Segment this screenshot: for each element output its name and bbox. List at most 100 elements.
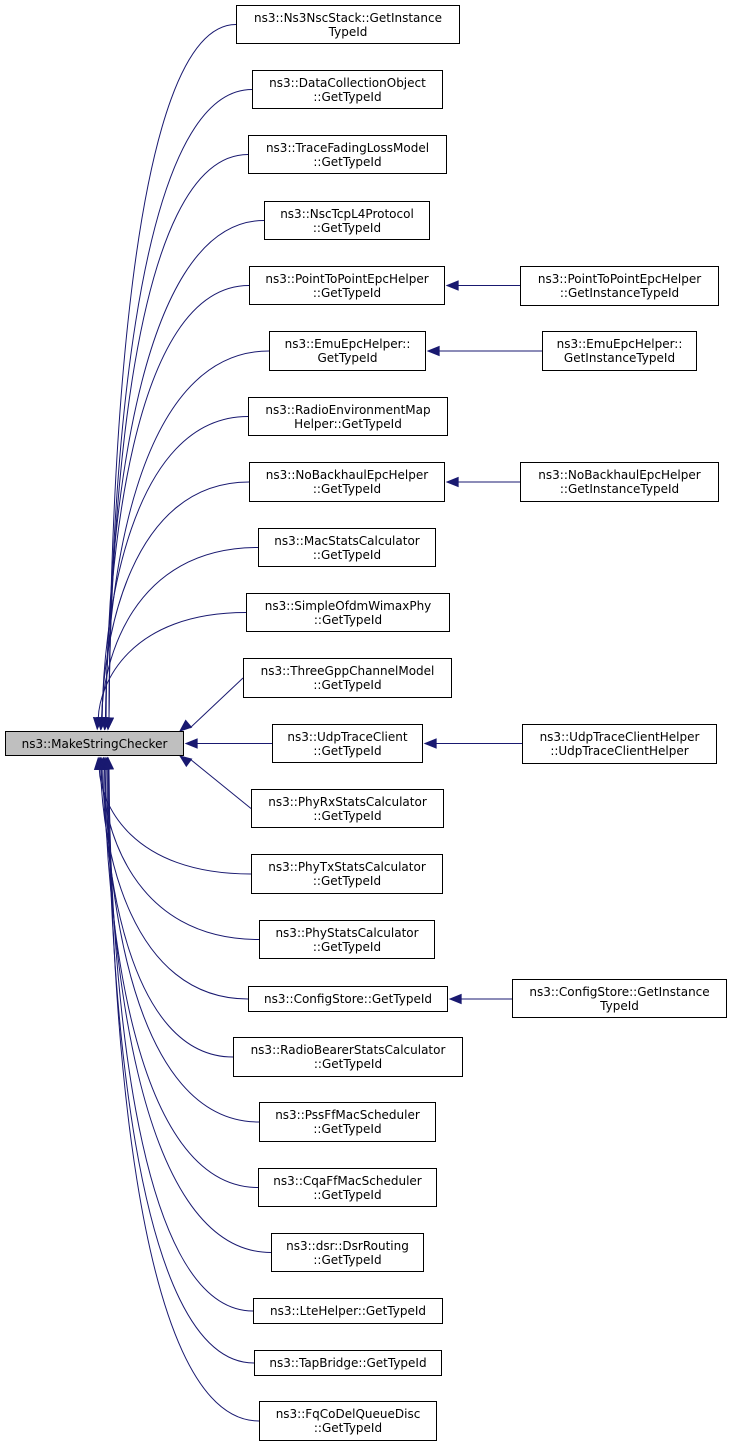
node-label-line: ns3::TapBridge::GetTypeId <box>269 1356 427 1370</box>
edge-n22 <box>107 767 255 1364</box>
node-label-line: ns3::MakeStringChecker <box>21 736 168 751</box>
arrowhead-m8 <box>445 476 459 488</box>
node-label-line: ::GetTypeId <box>313 89 382 104</box>
root-node[interactable]: ns3::MakeStringChecker <box>5 731 184 756</box>
edge-n14 <box>98 767 252 875</box>
node-label-line: ns3::DataCollectionObject <box>269 75 426 90</box>
graph-node-n12[interactable]: ns3::UdpTraceClient::GetTypeId <box>272 724 423 763</box>
graph-node-n10[interactable]: ns3::SimpleOfdmWimaxPhy::GetTypeId <box>246 593 450 632</box>
arrowhead-m12 <box>423 738 437 749</box>
node-label-line: ::GetTypeId <box>313 1187 382 1202</box>
graph-node-n21[interactable]: ns3::LteHelper::GetTypeId <box>253 1298 443 1324</box>
node-label-line: ns3::UdpTraceClient <box>287 729 408 744</box>
edge-n19 <box>103 767 259 1188</box>
node-label-line: ns3::LteHelper::GetTypeId <box>269 1304 426 1318</box>
graph-node-n6[interactable]: ns3::EmuEpcHelper::GetTypeId <box>269 331 426 371</box>
arrowhead-m5 <box>445 280 459 291</box>
node-label-line: ns3::SimpleOfdmWimaxPhy <box>264 598 432 613</box>
graph-node-n3[interactable]: ns3::TraceFadingLossModel::GetTypeId <box>248 135 447 174</box>
graph-node-m6[interactable]: ns3::EmuEpcHelper::GetInstanceTypeId <box>542 331 697 371</box>
node-label-line: TypeId <box>600 998 639 1013</box>
graph-node-m5[interactable]: ns3::PointToPointEpcHelper::GetInstanceT… <box>520 266 719 306</box>
graph-node-n15[interactable]: ns3::PhyStatsCalculator::GetTypeId <box>259 920 435 959</box>
node-label-line: ns3::ConfigStore::GetTypeId <box>264 992 432 1006</box>
graph-node-n22[interactable]: ns3::TapBridge::GetTypeId <box>254 1350 442 1376</box>
node-label-line: Helper::GetTypeId <box>294 416 402 431</box>
node-label-line: ::GetTypeId <box>313 1421 383 1435</box>
edge-n1 <box>108 24 237 720</box>
graph-node-n19[interactable]: ns3::CqaFfMacScheduler::GetTypeId <box>258 1168 437 1207</box>
node-label-line: ns3::ConfigStore::GetInstance <box>529 984 710 999</box>
graph-node-n14[interactable]: ns3::PhyTxStatsCalculator::GetTypeId <box>251 854 443 894</box>
graph-node-n18[interactable]: ns3::PssFfMacScheduler::GetTypeId <box>259 1102 436 1142</box>
node-label-line: ::UdpTraceClientHelper <box>550 744 689 758</box>
graph-node-n4[interactable]: ns3::NscTcpL4Protocol::GetTypeId <box>264 201 430 240</box>
edge-n2 <box>108 89 253 720</box>
node-label-line: ns3::EmuEpcHelper:: <box>284 337 411 351</box>
node-label-line: ::GetTypeId <box>312 874 382 888</box>
node-label-line: ::GetTypeId <box>312 220 382 235</box>
edge-n10 <box>97 612 247 720</box>
node-label-line: TypeId <box>328 24 368 39</box>
node-label-line: ::GetTypeId <box>313 1252 382 1267</box>
node-label-line: ::GetTypeId <box>313 808 382 823</box>
node-label-line: ::GetTypeId <box>312 939 382 954</box>
node-label-line: ::GetTypeId <box>313 1122 382 1136</box>
node-label-line: ::GetTypeId <box>313 678 382 692</box>
edge-n7 <box>101 416 249 720</box>
node-label-line: ns3::CqaFfMacScheduler <box>273 1173 422 1188</box>
node-label-line: ns3::RadioEnvironmentMap <box>265 402 431 417</box>
node-label-line: ns3::dsr::DsrRouting <box>286 1238 409 1253</box>
node-label-line: ns3::PhyRxStatsCalculator <box>268 794 427 809</box>
node-label-line: ns3::ThreeGppChannelModel <box>260 664 435 678</box>
graph-node-n13[interactable]: ns3::PhyRxStatsCalculator::GetTypeId <box>251 789 444 828</box>
graph-node-n23[interactable]: ns3::FqCoDelQueueDisc::GetTypeId <box>259 1401 437 1441</box>
node-label-line: ns3::TraceFadingLossModel <box>265 140 430 155</box>
graph-node-n5[interactable]: ns3::PointToPointEpcHelper::GetTypeId <box>249 266 445 305</box>
node-label-line: ::GetTypeId <box>313 154 382 169</box>
node-label-line: ns3::EmuEpcHelper:: <box>556 337 683 351</box>
arrowhead-m6 <box>426 345 440 357</box>
graph-node-n8[interactable]: ns3::NoBackhaulEpcHelper::GetTypeId <box>249 462 445 502</box>
edge-n11 <box>189 677 244 729</box>
node-label-line: ::GetTypeId <box>312 482 382 496</box>
arrowhead-n13 <box>178 755 193 768</box>
node-label-line: ns3::UdpTraceClientHelper <box>539 730 700 744</box>
node-label-line: GetInstanceTypeId <box>563 351 676 365</box>
graph-node-m8[interactable]: ns3::NoBackhaulEpcHelper::GetInstanceTyp… <box>520 462 719 502</box>
node-label-line: ns3::PssFfMacScheduler <box>275 1108 420 1122</box>
edge-n17 <box>102 767 234 1058</box>
node-label-line: ::GetInstanceTypeId <box>559 286 680 300</box>
graph-node-n9[interactable]: ns3::MacStatsCalculator::GetTypeId <box>258 528 436 567</box>
node-label-line: ns3::PointToPointEpcHelper <box>537 272 702 286</box>
edge-n20 <box>106 767 272 1253</box>
edge-n16 <box>100 767 249 1000</box>
arrowhead-m16 <box>448 993 462 1005</box>
edge-n18 <box>104 767 260 1123</box>
edge-n5 <box>105 285 250 720</box>
node-label-line: ns3::NoBackhaulEpcHelper <box>265 468 429 482</box>
edge-n23 <box>108 767 260 1422</box>
graph-node-n11[interactable]: ns3::ThreeGppChannelModel::GetTypeId <box>243 658 452 698</box>
node-label-line: ns3::PhyTxStatsCalculator <box>268 860 426 874</box>
node-label-line: ns3::PointToPointEpcHelper <box>265 271 429 286</box>
graph-node-n2[interactable]: ns3::DataCollectionObject::GetTypeId <box>252 70 443 109</box>
node-label-line: ns3::NscTcpL4Protocol <box>280 206 414 221</box>
graph-node-n17[interactable]: ns3::RadioBearerStatsCalculator::GetType… <box>233 1037 463 1077</box>
edge-n8 <box>101 481 250 720</box>
node-label-line: ns3::RadioBearerStatsCalculator <box>250 1043 446 1057</box>
node-label-line: ::GetTypeId <box>313 743 382 758</box>
node-label-line: ns3::PhyStatsCalculator <box>275 925 419 940</box>
arrowhead-n23 <box>103 756 115 770</box>
graph-node-m12[interactable]: ns3::UdpTraceClientHelper::UdpTraceClien… <box>522 724 717 764</box>
node-label-line: ns3::FqCoDelQueueDisc <box>275 1407 421 1421</box>
edge-n9 <box>101 547 259 720</box>
graph-node-n20[interactable]: ns3::dsr::DsrRouting::GetTypeId <box>271 1233 424 1272</box>
graph-node-n16[interactable]: ns3::ConfigStore::GetTypeId <box>248 986 448 1012</box>
node-label-line: ns3::Ns3NscStack::GetInstance <box>253 10 442 25</box>
